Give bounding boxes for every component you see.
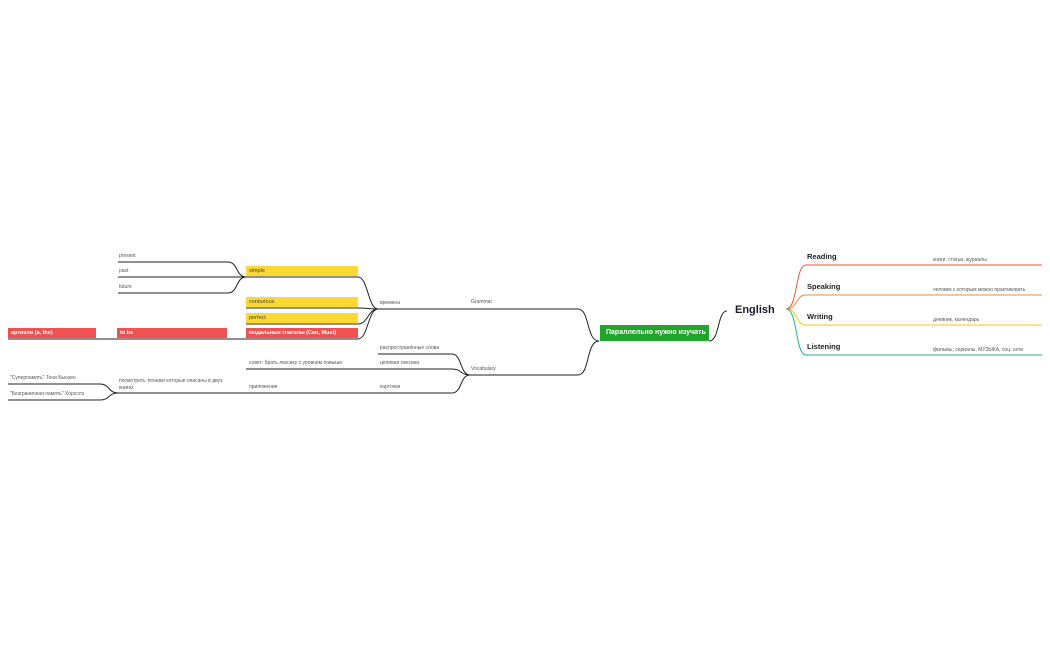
link-tenses-simple xyxy=(357,276,379,310)
simple-past[interactable]: past xyxy=(119,268,129,274)
grammar-node[interactable]: Grammar xyxy=(471,299,493,305)
listening-detail[interactable]: фильмы, сериалы, МУЗЫКА, соц. сети xyxy=(933,347,1024,353)
speaking-detail[interactable]: человек с которым можно практиковать xyxy=(933,287,1026,293)
simple-future[interactable]: future xyxy=(119,284,132,290)
branch-speaking[interactable]: Speaking xyxy=(807,282,841,291)
to-be-node[interactable]: to be xyxy=(117,328,227,338)
continuous-node[interactable]: conturious xyxy=(246,297,358,307)
link-vocab-cards xyxy=(378,374,471,394)
link-main-grammar xyxy=(470,308,600,342)
link-root-reading xyxy=(785,264,1042,310)
main-topic[interactable]: Параллельно нужно изучать xyxy=(600,325,709,341)
link-techniques-book1 xyxy=(8,383,119,394)
common-words-node[interactable]: распространённые слова xyxy=(380,345,440,351)
book-1-node[interactable]: "Суперпамять" Тони Бьюзен xyxy=(10,375,76,381)
link-main-vocabulary xyxy=(470,340,600,376)
link-root-listening xyxy=(785,308,1042,356)
advice-node[interactable]: совет: брать лексику с уровнем повыше. xyxy=(249,360,344,366)
link-root-writing xyxy=(785,308,1042,326)
book-2-node[interactable]: "Безграничная память" Хорсслэ xyxy=(10,391,85,397)
modal-verbs-node[interactable]: модальные глаголы (Can, Must) xyxy=(246,328,358,338)
link-root-speaking xyxy=(785,294,1042,310)
link-techniques-book2 xyxy=(8,392,119,401)
link-simple-future xyxy=(118,276,247,294)
root-topic[interactable]: English xyxy=(735,304,775,316)
link-vocab-target xyxy=(378,368,471,376)
link-tenses-modal xyxy=(357,308,379,340)
tenses-node[interactable]: времена xyxy=(380,300,400,306)
branch-writing[interactable]: Writing xyxy=(807,312,833,321)
techniques-node[interactable]: посмотреть техники которые описаны в дву… xyxy=(119,378,223,391)
apps-node[interactable]: приложения xyxy=(249,384,278,390)
cards-node[interactable]: карточки xyxy=(380,384,401,390)
articles-node[interactable]: артикли (a, the) xyxy=(8,328,96,338)
link-tenses-perfect xyxy=(357,308,379,325)
branch-listening[interactable]: Listening xyxy=(807,342,841,351)
perfect-node[interactable]: perfect xyxy=(246,313,358,323)
link-vocab-common xyxy=(378,353,471,376)
link-simple-present xyxy=(118,261,247,278)
reading-detail[interactable]: книги, статьи, журналы xyxy=(933,257,987,263)
simple-present[interactable]: present xyxy=(119,253,136,259)
writing-detail[interactable]: дневник, календарь xyxy=(933,317,980,323)
vocabulary-node[interactable]: Vocabulary xyxy=(471,366,496,372)
branch-reading[interactable]: Reading xyxy=(807,252,837,261)
simple-node[interactable]: simple xyxy=(246,266,358,276)
link-root-main xyxy=(708,310,728,342)
target-vocab-node[interactable]: целевая лексика xyxy=(380,360,419,366)
